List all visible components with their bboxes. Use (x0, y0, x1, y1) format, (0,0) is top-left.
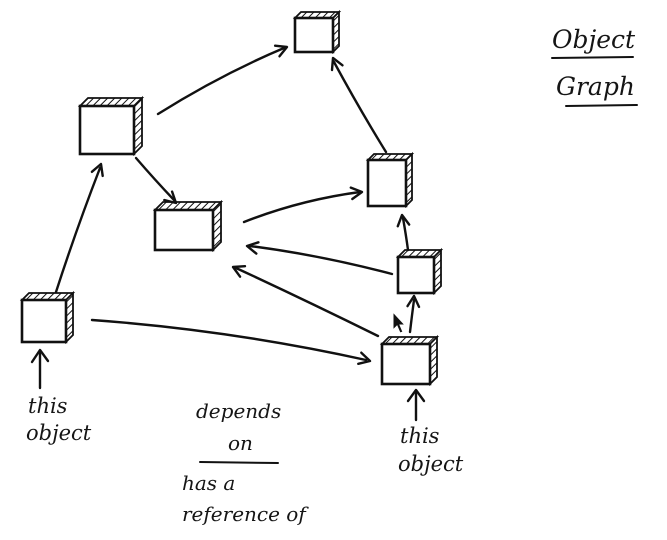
edge-center-to-right-mid-arrowhead (349, 186, 364, 201)
arrow-cursor (392, 310, 407, 334)
node-top-front-face (293, 16, 335, 54)
node-right-small (395, 247, 444, 296)
node-right-small-front-face (396, 255, 436, 295)
left-label-line-1: this (28, 394, 68, 418)
edge-bottom-right-to-center-line (234, 266, 380, 338)
node-bottom-right-front-face (380, 342, 432, 386)
legend-line-3: has a (182, 471, 235, 495)
edge-bottom-left-to-bottom-right (90, 318, 372, 365)
legend: depends on has a reference of (182, 399, 309, 526)
dependency-edges (54, 44, 421, 365)
edge-right-mid-to-top (330, 56, 388, 154)
edge-bottom-left-to-upper-left-line (54, 166, 102, 294)
edge-upper-left-to-top-line (156, 46, 286, 116)
node-right-mid (365, 151, 415, 209)
edge-bottom-left-to-bottom-right-arrowhead (357, 351, 372, 365)
right-label-line-2: object (398, 452, 464, 476)
edge-upper-left-to-center-line (134, 156, 176, 202)
left-object-label: this object (26, 348, 92, 445)
diagram-title: Object Graph (551, 25, 638, 107)
title-line-2: Graph (556, 72, 635, 101)
edge-bottom-right-to-center (231, 265, 380, 338)
edge-right-small-to-right-mid-line (401, 216, 410, 252)
node-center (152, 199, 224, 253)
edge-center-to-right-mid-line (242, 190, 362, 224)
title-line-1: Object (552, 25, 636, 54)
edge-upper-left-to-center-arrowhead (163, 190, 178, 205)
edge-bottom-left-to-upper-left-arrowhead (90, 162, 104, 178)
title-underline-2 (565, 104, 638, 107)
edge-right-small-to-right-mid (396, 213, 411, 252)
edge-upper-left-to-center (134, 156, 178, 205)
edge-bottom-right-to-right-small (406, 294, 421, 334)
edge-bottom-left-to-bottom-right-line (90, 318, 368, 362)
edge-bottom-left-to-upper-left (54, 162, 104, 294)
edge-center-to-right-mid (242, 186, 364, 224)
edge-bottom-right-to-right-small-arrowhead (406, 294, 421, 309)
node-bottom-right (379, 334, 440, 387)
left-label-line-2: object (26, 421, 92, 445)
edge-bottom-right-to-center-arrowhead (231, 265, 247, 278)
node-center-front-face (153, 208, 215, 252)
node-bottom-left (19, 290, 76, 345)
node-upper-left-front-face (78, 104, 136, 156)
node-top (292, 9, 342, 55)
edge-upper-left-to-top-arrowhead (273, 44, 289, 58)
edge-right-small-to-center-line (248, 244, 394, 276)
node-upper-left (77, 95, 145, 157)
right-label-line-1: this (400, 424, 440, 448)
node-bottom-left-front-face (20, 298, 68, 344)
edge-right-mid-to-top-line (332, 60, 388, 154)
legend-line-4: reference of (182, 502, 309, 526)
edge-right-small-to-center (245, 241, 394, 276)
legend-line-2: on (228, 431, 253, 455)
edge-right-small-to-right-mid-arrowhead (396, 213, 411, 228)
right-object-label: this object (398, 388, 464, 476)
right-label-arrow-head (406, 388, 426, 403)
edge-bottom-right-to-right-small-line (408, 298, 416, 334)
title-underline-1 (551, 56, 634, 59)
node-boxes (19, 9, 444, 387)
legend-divider (199, 461, 279, 464)
left-label-arrow-head (30, 348, 50, 364)
edge-upper-left-to-top (156, 44, 289, 116)
legend-line-1: depends (196, 399, 281, 423)
node-right-mid-front-face (366, 158, 408, 208)
edge-right-small-to-center-arrowhead (245, 241, 260, 255)
edge-right-mid-to-top-arrowhead (330, 56, 344, 72)
